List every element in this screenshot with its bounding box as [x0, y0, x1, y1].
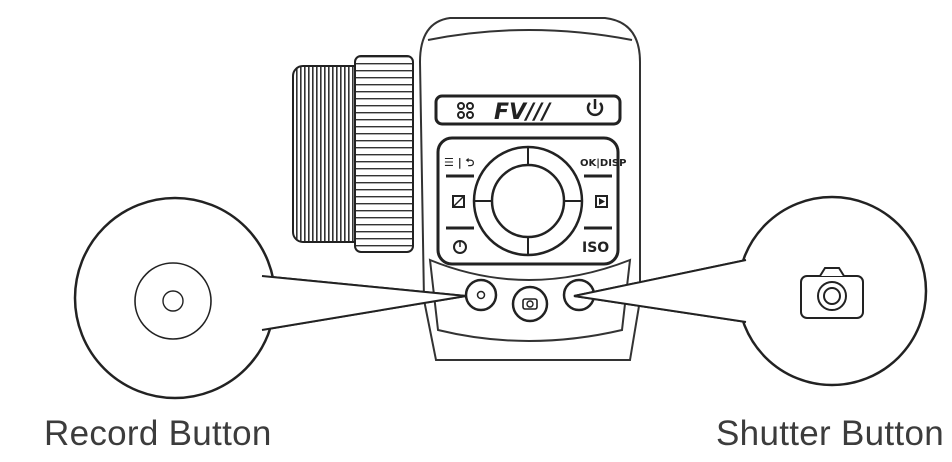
record-button[interactable]: [464, 278, 498, 312]
menu-back-label[interactable]: ☰ | ⮌: [444, 156, 475, 169]
power-icon[interactable]: [586, 99, 604, 117]
camera-icon-zoom: [800, 267, 864, 319]
record-button-zoom: [134, 262, 212, 340]
focus-wheel[interactable]: [292, 55, 414, 253]
iso-label[interactable]: ISO: [582, 240, 609, 256]
record-dot-icon: [476, 290, 486, 300]
camera-icon: [522, 298, 538, 310]
shutter-button-caption: Shutter Button: [716, 414, 944, 453]
ok-disp-label[interactable]: OK|DISP: [580, 158, 626, 169]
shutter-callout: [573, 195, 928, 387]
playback-icon[interactable]: [595, 195, 608, 208]
joystick[interactable]: [490, 163, 566, 239]
record-callout: [73, 196, 467, 400]
mode-icon[interactable]: [457, 102, 474, 119]
record-button-caption: Record Button: [44, 414, 272, 453]
exposure-icon[interactable]: [452, 195, 465, 208]
timer-icon[interactable]: [453, 240, 467, 254]
logo-bar: FV///: [434, 94, 622, 126]
control-panel: ☰ | ⮌ OK|DISP ISO: [436, 136, 626, 266]
brand-logo: FV///: [494, 100, 552, 125]
shutter-button[interactable]: [511, 285, 549, 323]
record-dot-icon-zoom: [162, 290, 184, 312]
